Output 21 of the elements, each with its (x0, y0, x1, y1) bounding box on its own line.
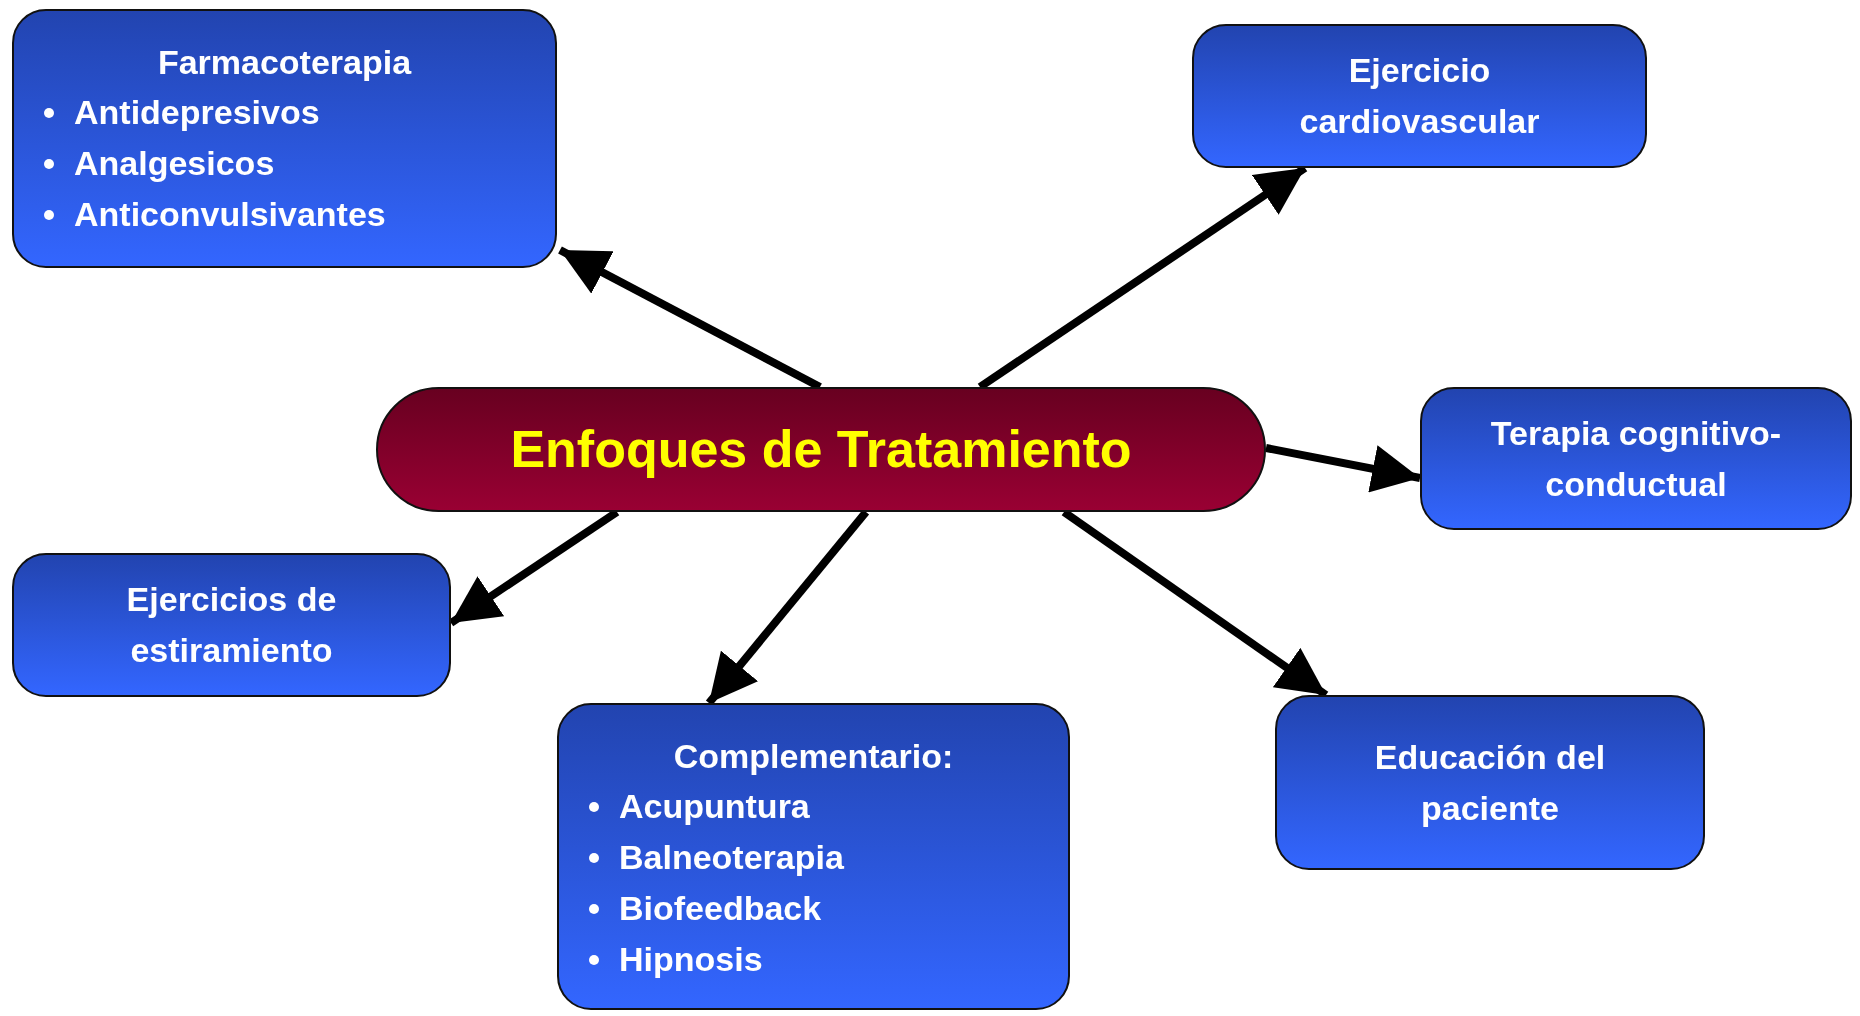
topic-box (1275, 695, 1705, 870)
list-item: Hipnosis (619, 939, 763, 980)
topic-label: Terapia cognitivo-conductual (1489, 412, 1783, 505)
topic-label: Ejercicios de estiramiento (125, 579, 338, 671)
list-item: Anticonvulsivantes (74, 194, 386, 235)
topic-label: Ejercicio cardiovascular (1298, 50, 1541, 142)
topic-heading: Farmacoterapia (156, 42, 413, 83)
list-item: Balneoterapia (619, 837, 844, 878)
topic-box (12, 553, 451, 697)
topic-heading: Complementario: (672, 736, 955, 777)
arrow (705, 509, 870, 706)
list-item: Acupuntura (619, 786, 810, 827)
topic-box (1420, 387, 1852, 530)
topic-box (557, 703, 1070, 1010)
topic-label: Educación del paciente (1373, 736, 1607, 829)
arrow (1265, 444, 1421, 493)
list-item: Antidepresivos (74, 92, 320, 133)
list-item: Analgesicos (74, 143, 275, 184)
list-item: Biofeedback (619, 888, 822, 929)
topic-box (12, 9, 557, 268)
topic-box (1192, 24, 1647, 168)
